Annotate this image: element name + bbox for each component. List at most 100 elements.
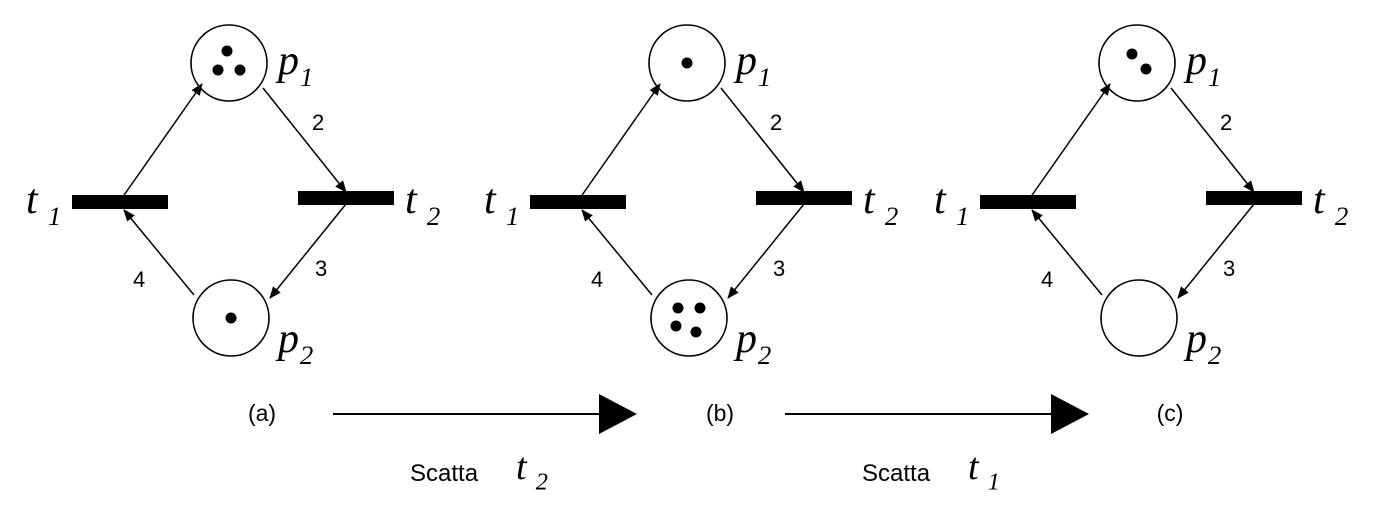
arc-p2-to-t1	[581, 209, 653, 296]
label-p2-main: p	[733, 316, 757, 362]
place-p1	[190, 24, 268, 102]
arc-p2-to-t1	[123, 209, 195, 296]
caption-c: (c)	[1157, 400, 1184, 426]
transition-t2-bar	[298, 191, 394, 205]
place-p2-token-2	[694, 302, 706, 314]
place-p1-token-2	[1140, 63, 1152, 75]
label-t2-main: t	[1313, 177, 1326, 223]
label-t1-subscript: 1	[48, 201, 61, 231]
label-t2-subscript: 2	[427, 201, 440, 231]
firing-arrow-head	[599, 394, 637, 434]
place-p2-token-1	[672, 302, 684, 314]
weight-t2-p2: 3	[1223, 256, 1235, 281]
label-p2-main: p	[275, 316, 299, 362]
weight-p1-t2: 2	[312, 110, 324, 135]
place-p2	[1100, 279, 1178, 357]
label-t1-main: t	[934, 177, 947, 223]
place-p2-circle	[650, 279, 728, 357]
caption-a: (a)	[248, 400, 276, 426]
place-p2	[650, 279, 728, 357]
firing-step-transition-main: t	[968, 446, 980, 488]
place-p1-token-3	[234, 64, 246, 76]
firing-step-label: Scatta	[862, 460, 931, 487]
label-p1-subscript: 1	[1208, 62, 1221, 92]
firing-step-label: Scatta	[410, 460, 479, 487]
arc-p1-to-t2	[262, 87, 347, 193]
place-p1-token-1	[1126, 48, 1138, 60]
firing-arrow-head	[1051, 394, 1089, 434]
place-p1	[1098, 24, 1176, 102]
label-t1-main: t	[484, 177, 497, 223]
transition-t2-bar	[756, 191, 852, 205]
place-p1-circle	[1098, 24, 1176, 102]
weight-p1-t2: 2	[1220, 110, 1232, 135]
arc-p1-to-t2	[720, 87, 805, 193]
label-t2-main: t	[405, 177, 418, 223]
place-p2-token-4	[690, 326, 702, 338]
place-p2-token-3	[670, 320, 682, 332]
weight-t2-p2: 3	[773, 256, 785, 281]
weight-p1-t2: 2	[770, 110, 782, 135]
transition-t1-bar	[530, 195, 626, 209]
place-p2	[192, 279, 270, 357]
label-t1-main: t	[26, 177, 39, 223]
arc-t1-to-p1	[1029, 83, 1111, 199]
firing-step-transition-main: t	[516, 446, 528, 488]
weight-p2-t1: 4	[133, 267, 145, 292]
arc-t2-to-p2	[269, 203, 347, 299]
arc-t2-to-p2	[727, 203, 805, 299]
transition-t1-bar	[72, 195, 168, 209]
place-p2-token-1	[225, 312, 237, 324]
label-p2-subscript: 2	[758, 340, 771, 370]
firing-step-transition-subscript: 2	[536, 469, 548, 496]
label-t1-subscript: 1	[956, 201, 969, 231]
label-p2-subscript: 2	[300, 340, 313, 370]
label-p1-subscript: 1	[758, 62, 771, 92]
arc-t1-to-p1	[121, 83, 203, 199]
label-t2-subscript: 2	[1335, 201, 1348, 231]
label-t2-subscript: 2	[885, 201, 898, 231]
arc-p2-to-t1	[1031, 209, 1103, 296]
arc-t2-to-p2	[1177, 203, 1255, 299]
place-p1	[648, 24, 726, 102]
place-p1-token-2	[212, 64, 224, 76]
arc-t1-to-p1	[579, 83, 661, 199]
place-p1-circle	[190, 24, 268, 102]
weight-t2-p2: 3	[315, 256, 327, 281]
place-p1-token-1	[681, 57, 693, 69]
label-p1-subscript: 1	[300, 62, 313, 92]
label-t2-main: t	[863, 177, 876, 223]
label-t1-subscript: 1	[506, 201, 519, 231]
label-p1-main: p	[733, 38, 757, 84]
transition-t2-bar	[1206, 191, 1302, 205]
label-p2-subscript: 2	[1208, 340, 1221, 370]
arc-p1-to-t2	[1170, 87, 1255, 193]
place-p1-token-1	[221, 45, 233, 57]
label-p1-main: p	[1183, 38, 1207, 84]
caption-b: (b)	[706, 400, 734, 426]
weight-p2-t1: 4	[1041, 267, 1053, 292]
firing-step-transition-subscript: 1	[988, 469, 1000, 496]
label-p2-main: p	[1183, 316, 1207, 362]
label-p1-main: p	[275, 38, 299, 84]
